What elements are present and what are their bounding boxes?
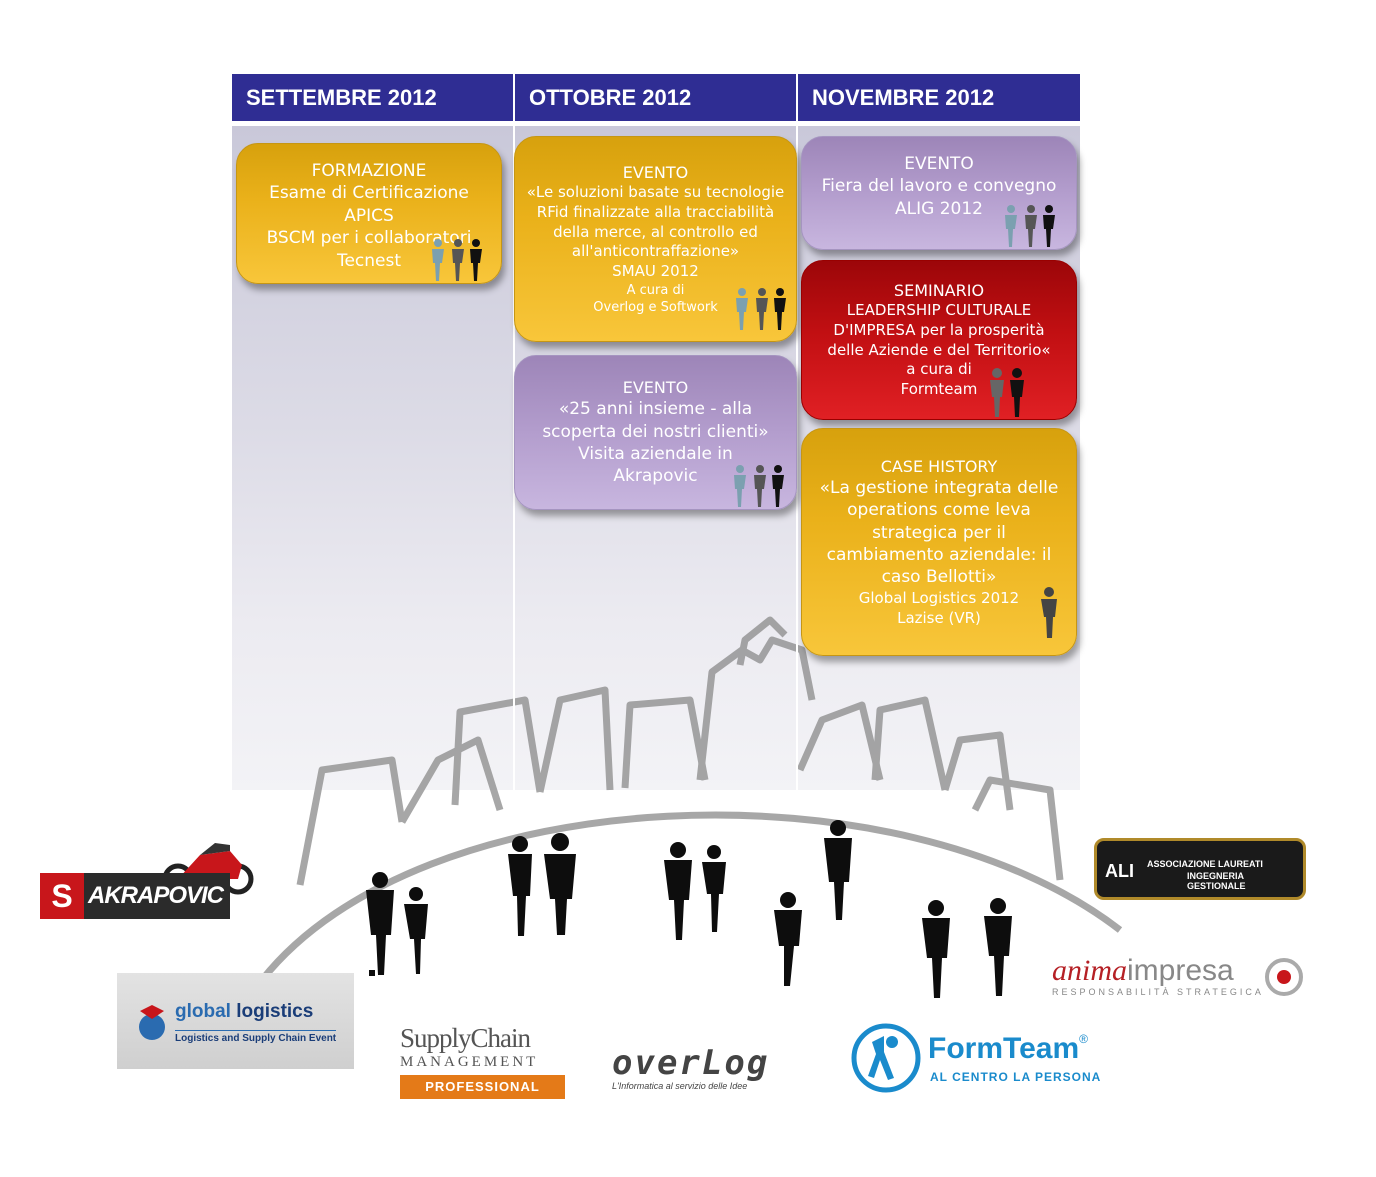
anima-text: anima (1052, 954, 1127, 987)
card-seminario: SEMINARIO LEADERSHIP CULTURALE D'IMPRESA… (801, 260, 1077, 420)
card-line: Tecnest (336, 250, 402, 271)
business-people-silhouettes (366, 820, 1012, 998)
card-line: scoperta dei nostri clienti» (542, 421, 769, 442)
card-alig: EVENTO Fiera del lavoro e convegno ALIG … (801, 136, 1077, 250)
overlog-tagline: L'Informatica al servizio delle Idee (612, 1081, 748, 1091)
global-logistics-tagline: Logistics and Supply Chain Event (175, 1030, 337, 1044)
person-icon (1041, 587, 1057, 638)
card-line: «La gestione integrata delle (819, 477, 1059, 498)
people-group-icon (734, 465, 784, 507)
card-line: EVENTO (622, 162, 689, 182)
card-line: CASE HISTORY (880, 456, 998, 476)
card-line: FORMAZIONE (311, 161, 427, 181)
formteam-registered: ® (1079, 1032, 1088, 1046)
supply-chain-subtitle: MANAGEMENT (400, 1054, 539, 1070)
supply-chain-title: SupplyChain (400, 1023, 531, 1053)
animaimpresa-logo: animaimpresa RESPONSABILITÀ STRATEGICA (1052, 955, 1312, 1001)
animaimpresa-mark-icon (1265, 958, 1303, 996)
card-line: caso Bellotti» (881, 567, 997, 588)
column-divider (796, 74, 798, 790)
global-text: global (175, 1001, 231, 1022)
card-line: Esame di Certificazione APICS (269, 183, 469, 226)
header-settembre: SETTEMBRE 2012 (232, 74, 513, 121)
card-line: Global Logistics 2012 (858, 588, 1020, 607)
card-line: della merce, al controllo ed (553, 222, 758, 241)
card-line: RFid finalizzate alla tracciabilità (536, 202, 775, 221)
header-novembre: NOVEMBRE 2012 (798, 74, 1080, 121)
supply-chain-logo: SupplyChain MANAGEMENT PROFESSIONAL PORT… (400, 1023, 565, 1118)
card-line: Akrapovic (613, 466, 698, 487)
akrapovic-logo: S AKRAPOVIC (40, 835, 255, 925)
card-line: D'IMPRESA per la prosperità (833, 320, 1045, 339)
card-line: Lazise (VR) (897, 608, 981, 627)
card-line: EVENTO (622, 378, 689, 398)
card-line: Formteam (900, 380, 978, 399)
card-line: a cura di (906, 360, 972, 379)
alig-line2: INGEGNERIA GESTIONALE (1187, 871, 1246, 891)
akrapovic-name: AKRAPOVIC (88, 882, 224, 909)
card-line: Visita aziendale in (578, 444, 733, 465)
header-ottobre: OTTOBRE 2012 (515, 74, 796, 121)
motorcycle-icon (162, 843, 254, 895)
logistics-text: logistics (236, 1001, 314, 1022)
global-logistics-mark-icon (139, 1005, 165, 1040)
alig-logo: ALI ASSOCIAZIONE LAUREATI INGEGNERIA GES… (1094, 838, 1306, 900)
alig-short: ALI (1105, 861, 1134, 881)
card-line: operations come leva (847, 500, 1031, 521)
card-line: delle Aziende e del Territorio« (827, 340, 1051, 359)
card-line: cambiamento aziendale: il (826, 544, 1052, 565)
people-group-icon (1005, 205, 1055, 247)
card-line: all'anticontraffazione» (571, 242, 740, 261)
card-line: LEADERSHIP CULTURALE (846, 301, 1032, 320)
card-case-history: CASE HISTORY «La gestione integrata dell… (801, 428, 1077, 656)
card-akrapovic: EVENTO «25 anni insieme - alla scoperta … (514, 355, 797, 510)
formteam-name: FormTeam (928, 1032, 1080, 1065)
alig-line1: ASSOCIAZIONE LAUREATI (1147, 859, 1263, 869)
overlog-name: overLog (612, 1043, 770, 1083)
card-line: «25 anni insieme - alla (558, 399, 753, 420)
card-line: ALIG 2012 (895, 198, 983, 219)
card-line: Fiera del lavoro e convegno (821, 176, 1057, 197)
card-line: SEMINARIO (893, 280, 985, 300)
formteam-mark-icon (851, 1023, 921, 1093)
card-line: Overlog e Softwork (593, 300, 718, 316)
card-line: EVENTO (904, 154, 974, 174)
formteam-logo: FormTeam® AL CENTRO LA PERSONA (850, 1022, 1110, 1097)
card-smau: EVENTO «Le soluzioni basate su tecnologi… (514, 136, 797, 342)
formteam-tagline: AL CENTRO LA PERSONA (930, 1070, 1102, 1084)
global-logistics-logo: global logistics Logistics and Supply Ch… (117, 973, 354, 1069)
overlog-logo: overLog L'Informatica al servizio delle … (612, 1045, 802, 1095)
card-line: «Le soluzioni basate su tecnologie (526, 182, 785, 201)
impresa-text: impresa (1127, 954, 1234, 987)
card-line: strategica per il (872, 522, 1006, 543)
card-line: SMAU 2012 (612, 262, 699, 281)
people-pair-icon (990, 368, 1024, 417)
people-group-icon (432, 239, 482, 281)
card-line: A cura di (626, 282, 685, 298)
akrapovic-mark-icon: S (40, 873, 84, 919)
card-formazione: FORMAZIONE Esame di Certificazione APICS… (236, 143, 502, 284)
supply-chain-portal-banner: PROFESSIONAL PORTAL (400, 1075, 565, 1118)
animaimpresa-tagline: RESPONSABILITÀ STRATEGICA (1052, 987, 1264, 997)
people-group-icon (736, 288, 786, 330)
card-line: BSCM per i collaboratori (266, 228, 472, 249)
